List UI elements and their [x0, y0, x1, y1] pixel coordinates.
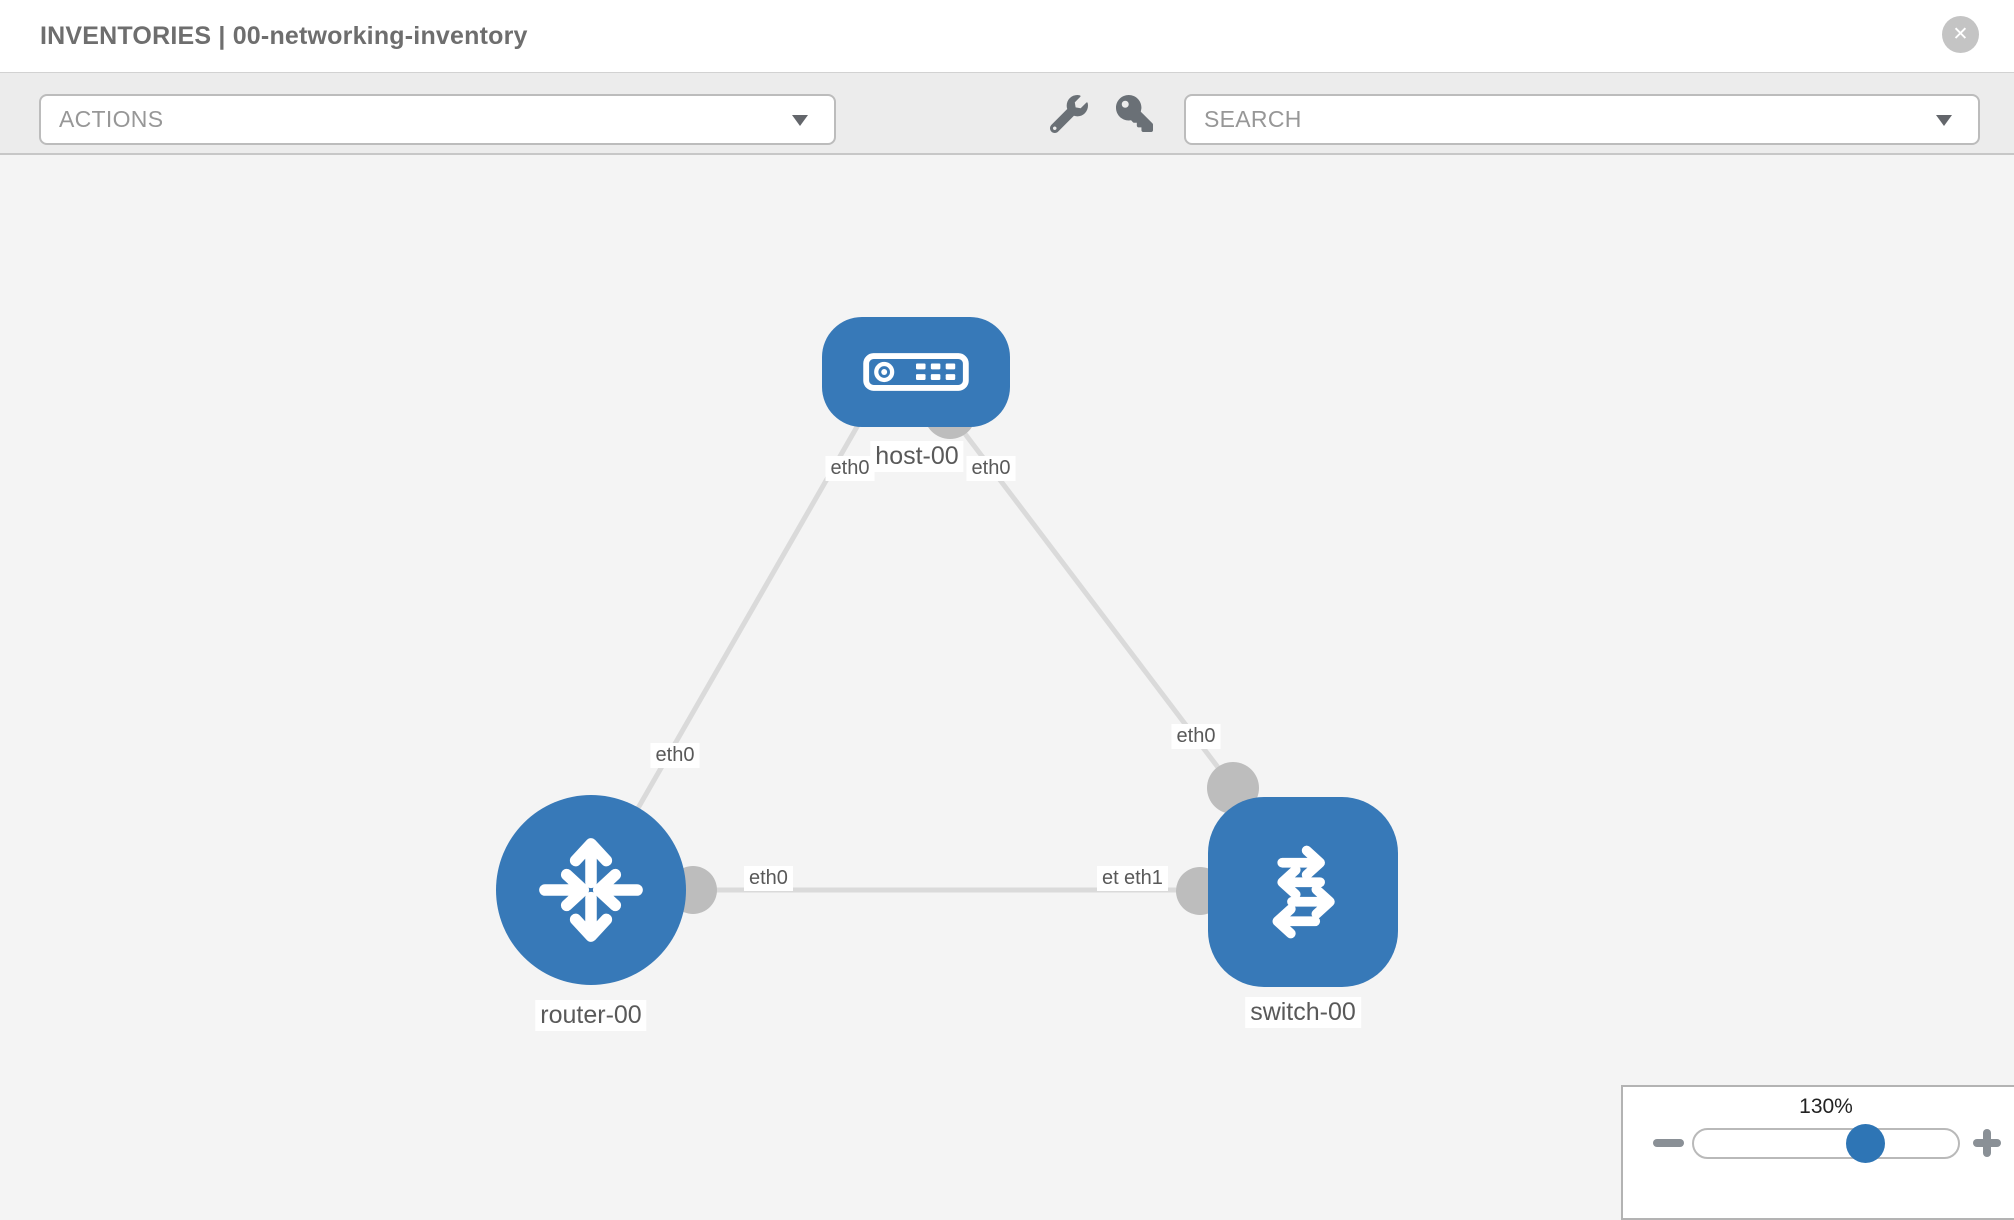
chevron-down-icon	[1936, 115, 1952, 126]
zoom-in-button[interactable]	[1973, 1129, 2001, 1157]
node-label-router: router-00	[535, 1000, 647, 1031]
node-switch-00[interactable]	[1208, 797, 1398, 987]
node-label-host: host-00	[870, 441, 964, 472]
zoom-slider-handle[interactable]	[1846, 1124, 1885, 1163]
search-placeholder: SEARCH	[1204, 106, 1302, 132]
topology-canvas[interactable]: host-00 router-00 switch-00 eth0 eth0 et…	[0, 155, 2014, 1200]
key-icon[interactable]	[1116, 95, 1153, 137]
node-router-00[interactable]	[496, 795, 686, 985]
toolbar: ACTIONS SEARCH	[0, 73, 2014, 155]
interface-label-host-eth0-right: eth0	[966, 456, 1016, 481]
actions-dropdown-label: ACTIONS	[59, 106, 164, 132]
zoom-control-panel: 130%	[1621, 1085, 2014, 1220]
host-icon	[863, 353, 969, 391]
wrench-icon[interactable]	[1049, 95, 1088, 138]
interface-label-switch-eth1: eth1	[1119, 866, 1168, 891]
page-title: INVENTORIES | 00-networking-inventory	[40, 22, 528, 50]
node-label-switch: switch-00	[1245, 997, 1361, 1028]
close-icon[interactable]: ✕	[1942, 16, 1979, 53]
node-host-00[interactable]	[822, 317, 1010, 427]
zoom-level-value: 130%	[1799, 1095, 1853, 1118]
panel-header: INVENTORIES | 00-networking-inventory ✕	[0, 0, 2014, 73]
interface-label-router-eth0: eth0	[744, 866, 793, 891]
interface-label-switch-eth0: eth0	[1171, 724, 1221, 749]
actions-dropdown[interactable]: ACTIONS	[39, 94, 836, 145]
topology-links-layer	[588, 387, 1260, 915]
zoom-out-button[interactable]	[1653, 1139, 1684, 1147]
router-icon	[539, 838, 643, 942]
interface-label-router-eth0-uplink: eth0	[650, 743, 700, 768]
zoom-slider-track[interactable]	[1692, 1128, 1960, 1159]
search-dropdown[interactable]: SEARCH	[1184, 94, 1980, 145]
switch-icon	[1272, 845, 1335, 939]
interface-label-host-eth0-left: eth0	[825, 456, 875, 481]
chevron-down-icon	[792, 115, 808, 126]
